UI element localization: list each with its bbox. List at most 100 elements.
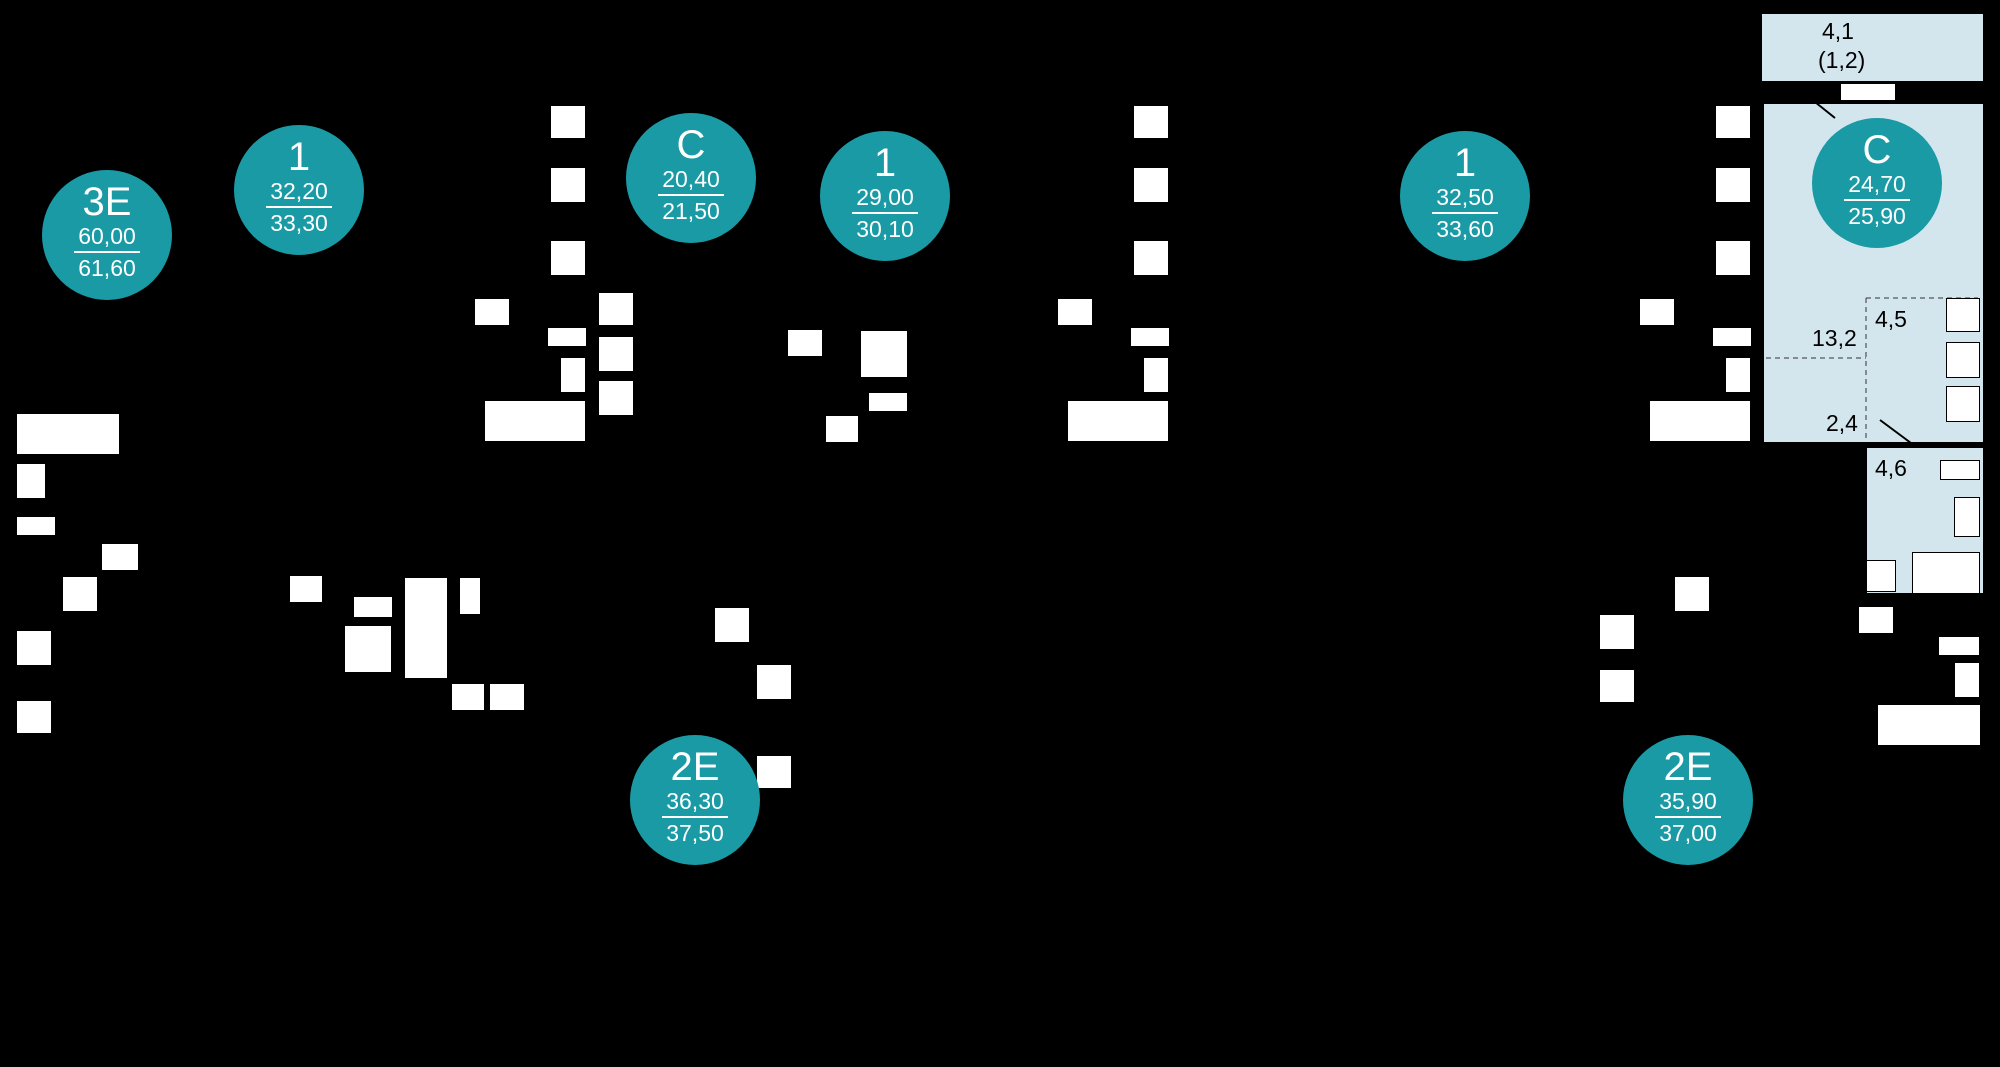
washbasin-icon <box>1954 662 1980 698</box>
shower-cabin-icon <box>860 330 908 378</box>
sink-icon <box>714 607 750 643</box>
apartment-total-area: 33,60 <box>1436 216 1494 242</box>
apartment-total-area: 37,00 <box>1659 820 1717 846</box>
apartment-living-area: 36,30 <box>666 788 724 814</box>
washing-machine-icon <box>489 683 525 711</box>
washing-machine-icon <box>1639 298 1675 326</box>
washing-machine-icon <box>474 298 510 326</box>
washbasin-icon <box>1725 357 1751 393</box>
washbasin-icon <box>1143 357 1169 393</box>
stove-icon <box>1715 167 1751 203</box>
bathtub-icon <box>1877 704 1981 746</box>
ventilation-icon <box>1133 105 1169 139</box>
bathtub-icon <box>16 413 120 455</box>
balcony-door <box>1840 83 1896 101</box>
area-divider <box>74 251 140 253</box>
toilet-icon <box>1130 327 1170 347</box>
apartment-type: С <box>676 123 706 167</box>
washing-machine-icon <box>1858 606 1894 634</box>
balcony-area-label: 4,1 <box>1822 18 1854 44</box>
apartment-badge[interactable]: С 20,40 21,50 <box>626 113 756 243</box>
area-divider <box>266 206 332 208</box>
ventilation-icon <box>550 105 586 139</box>
sink-icon <box>1946 386 1980 422</box>
toilet-icon <box>1938 636 1980 656</box>
apartment-badge[interactable]: 1 32,50 33,60 <box>1400 131 1530 261</box>
kitchen-area-label: 4,5 <box>1875 306 1907 332</box>
apartment-type: 3E <box>82 180 132 224</box>
apartment-badge[interactable]: 1 29,00 30,10 <box>820 131 950 261</box>
apartment-type: 2E <box>670 745 720 789</box>
sink-icon <box>62 576 98 612</box>
washing-machine-icon <box>101 543 139 571</box>
sink-icon <box>1133 240 1169 276</box>
washbasin-icon <box>825 415 859 443</box>
apartment-total-area: 33,30 <box>270 210 328 236</box>
shower-tray-icon <box>1912 552 1980 594</box>
shower-cabin-icon <box>344 625 392 673</box>
hall-area-label: 2,4 <box>1826 410 1858 436</box>
area-divider <box>1655 816 1721 818</box>
apartment-total-area: 21,50 <box>662 198 720 224</box>
ventilation-icon <box>1599 669 1635 703</box>
sink-icon <box>1715 240 1751 276</box>
washbasin-icon <box>1954 497 1980 537</box>
apartment-living-area: 24,70 <box>1848 171 1906 197</box>
stove-icon <box>16 630 52 666</box>
toilet-icon <box>868 392 908 412</box>
washbasin-icon <box>289 575 323 603</box>
apartment-type: С <box>1862 128 1892 172</box>
washbasin-icon <box>451 683 485 711</box>
sink-icon <box>1674 576 1710 612</box>
living-room-area-label: 13,2 <box>1812 325 1857 351</box>
apartment-type: 1 <box>873 141 897 185</box>
washbasin-icon <box>560 357 586 393</box>
apartment-badge[interactable]: 2E 35,90 37,00 <box>1623 735 1753 865</box>
apartment-type: 1 <box>1453 141 1477 185</box>
stove-icon <box>550 167 586 203</box>
apartment-living-area: 35,90 <box>1659 788 1717 814</box>
ventilation-icon <box>598 292 634 326</box>
balcony-area <box>1762 14 1983 81</box>
bathtub-icon <box>484 400 586 442</box>
apartment-total-area: 30,10 <box>856 216 914 242</box>
apartment-total-area: 61,60 <box>78 255 136 281</box>
washing-machine-icon <box>1057 298 1093 326</box>
stove-icon <box>598 336 634 372</box>
area-divider <box>658 194 724 196</box>
stove-icon <box>1599 614 1635 650</box>
area-divider <box>1844 199 1910 201</box>
apartment-badge[interactable]: 2E 36,30 37,50 <box>630 735 760 865</box>
toilet-icon <box>353 596 393 618</box>
area-divider <box>852 212 918 214</box>
toilet-icon <box>16 516 56 536</box>
sink-icon <box>550 240 586 276</box>
apartment-living-area: 60,00 <box>78 223 136 249</box>
ventilation-icon <box>1715 105 1751 139</box>
apartment-badge[interactable]: С 24,70 25,90 <box>1812 118 1942 248</box>
ventilation-icon <box>756 755 792 789</box>
apartment-type: 1 <box>287 135 311 179</box>
apartment-badge[interactable]: 1 32,20 33,30 <box>234 125 364 255</box>
apartment-living-area: 32,50 <box>1436 184 1494 210</box>
bathtub-icon <box>1649 400 1751 442</box>
washbasin-icon <box>16 463 46 499</box>
bathtub-icon <box>404 577 448 679</box>
washing-machine-icon <box>787 329 823 357</box>
apartment-total-area: 25,90 <box>1848 203 1906 229</box>
sink-icon <box>598 380 634 416</box>
washing-machine-icon <box>1866 560 1896 592</box>
bathroom-area-label: 4,6 <box>1875 455 1907 481</box>
apartment-living-area: 29,00 <box>856 184 914 210</box>
toilet-icon <box>459 577 481 615</box>
stove-icon <box>1133 167 1169 203</box>
stove-icon <box>1946 342 1980 378</box>
ventilation-icon <box>16 700 52 734</box>
apartment-type: 2E <box>1663 745 1713 789</box>
apartment-living-area: 32,20 <box>270 178 328 204</box>
balcony-reduced-area-label: (1,2) <box>1818 47 1866 73</box>
bathtub-icon <box>1067 400 1169 442</box>
ventilation-icon <box>1946 298 1980 332</box>
apartment-badge[interactable]: 3E 60,00 61,60 <box>42 170 172 300</box>
